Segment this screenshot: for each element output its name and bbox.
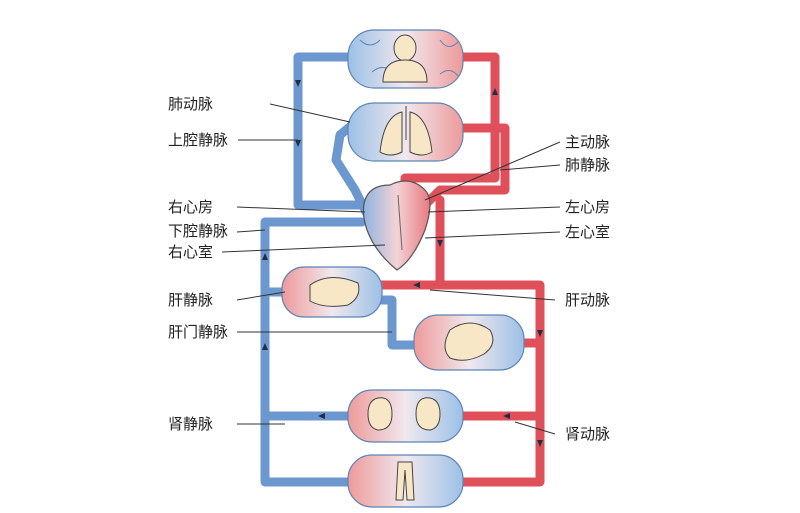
label-hepatic-artery: 肝动脉: [565, 291, 610, 309]
label-pulmonary-artery: 肺动脉: [168, 95, 213, 113]
inferior-vena-cava: [265, 222, 362, 482]
kidney-organ: [348, 390, 463, 442]
stomach-intestine-organ: [414, 315, 524, 370]
label-aorta: 主动脉: [565, 133, 610, 151]
liver-organ: [282, 267, 382, 317]
hepatic-portal-vein: [380, 300, 418, 345]
label-pulmonary-vein: 肺静脉: [565, 156, 610, 174]
lung-organ: [348, 103, 463, 161]
label-inferior-vena-cava: 下腔静脉: [168, 222, 228, 240]
label-right-atrium: 右心房: [168, 198, 213, 216]
left-labels: 肺动脉 上腔静脉 右心房 下腔静脉 右心室 肝静脉 肝门静脉 肾静脉: [168, 95, 228, 433]
label-renal-vein: 肾静脉: [168, 415, 213, 433]
label-renal-artery: 肾动脉: [565, 425, 610, 443]
label-hepatic-vein: 肝静脉: [168, 291, 213, 309]
label-left-ventricle: 左心室: [565, 223, 610, 241]
label-right-ventricle: 右心室: [168, 243, 213, 261]
legs-organ: [348, 455, 463, 507]
head-organ: [348, 30, 463, 88]
right-labels: 主动脉 肺静脉 左心房 左心室 肝动脉 肾动脉: [565, 133, 610, 443]
label-superior-vena-cava: 上腔静脉: [168, 131, 228, 149]
label-left-atrium: 左心房: [565, 198, 610, 216]
label-hepatic-portal-vein: 肝门静脉: [168, 323, 228, 341]
heart: [363, 181, 430, 270]
